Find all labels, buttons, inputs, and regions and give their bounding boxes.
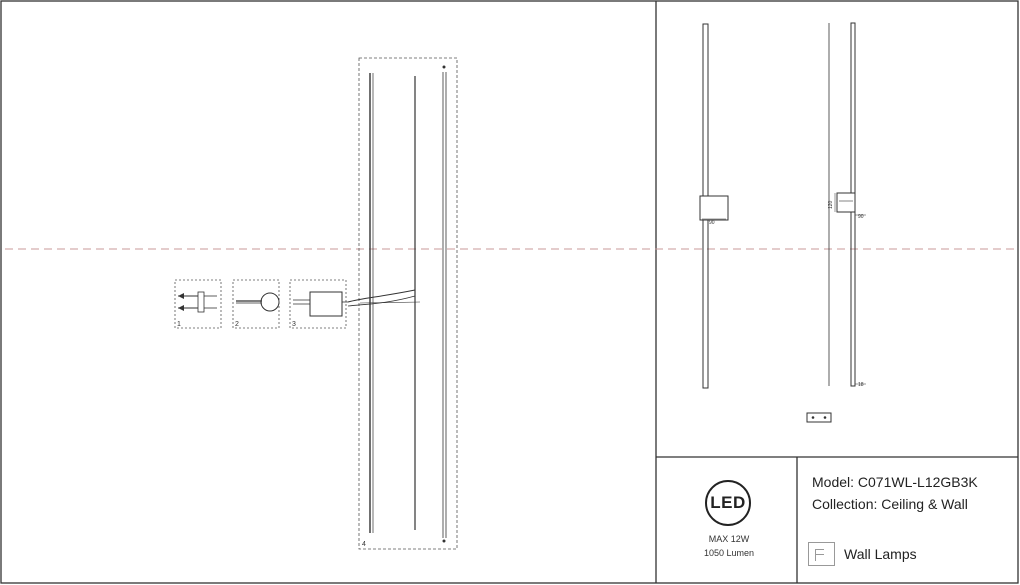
front-mount-dimension: 90 [709, 220, 715, 226]
install-step-3-number: 3 [292, 321, 296, 328]
lamp-catalog-icon [808, 542, 835, 566]
install-step-1 [174, 279, 222, 329]
bar-width-dimension: 18 [858, 382, 864, 388]
lumen-rating: 1050 Lumen [703, 548, 755, 558]
install-step-2 [232, 279, 280, 329]
collection-line: Collection: Ceiling & Wall [812, 496, 968, 512]
side-mount-depth: 90 [858, 214, 864, 220]
side-mount-height: 120 [828, 200, 834, 209]
install-step-1-number: 1 [177, 321, 181, 328]
power-rating: MAX 12W [708, 534, 750, 544]
category-label: Wall Lamps [844, 546, 917, 562]
install-step-2-number: 2 [235, 321, 239, 328]
lamp-side-view [828, 22, 866, 387]
install-step-3 [289, 279, 348, 329]
lamp-front-view [699, 23, 729, 389]
category-row: Wall Lamps [808, 542, 917, 566]
model-line: Model: C071WL-L12GB3K [812, 474, 978, 490]
led-label: LED [710, 493, 746, 512]
install-step-4 [347, 57, 458, 550]
mounting-plate [806, 412, 832, 423]
install-step-4-number: 4 [362, 541, 366, 548]
led-badge-icon: LED [705, 480, 751, 526]
